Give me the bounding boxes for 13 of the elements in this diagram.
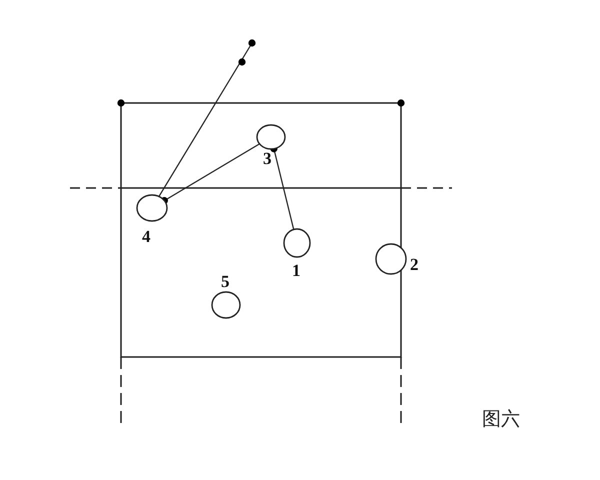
player-circle: [256, 124, 286, 150]
player-number: 4: [142, 228, 150, 245]
player-circle: [283, 228, 311, 258]
player-circle: [211, 291, 241, 319]
pass-line: [158, 39, 256, 197]
figure-caption: 图六: [482, 408, 520, 430]
pass-line: [160, 143, 260, 204]
player-circle: [375, 243, 407, 275]
player-circle: [136, 194, 168, 222]
player-number: 2: [410, 256, 418, 273]
player-number: 3: [263, 150, 272, 167]
player-number: 1: [292, 262, 300, 279]
player-number: 5: [221, 273, 230, 290]
